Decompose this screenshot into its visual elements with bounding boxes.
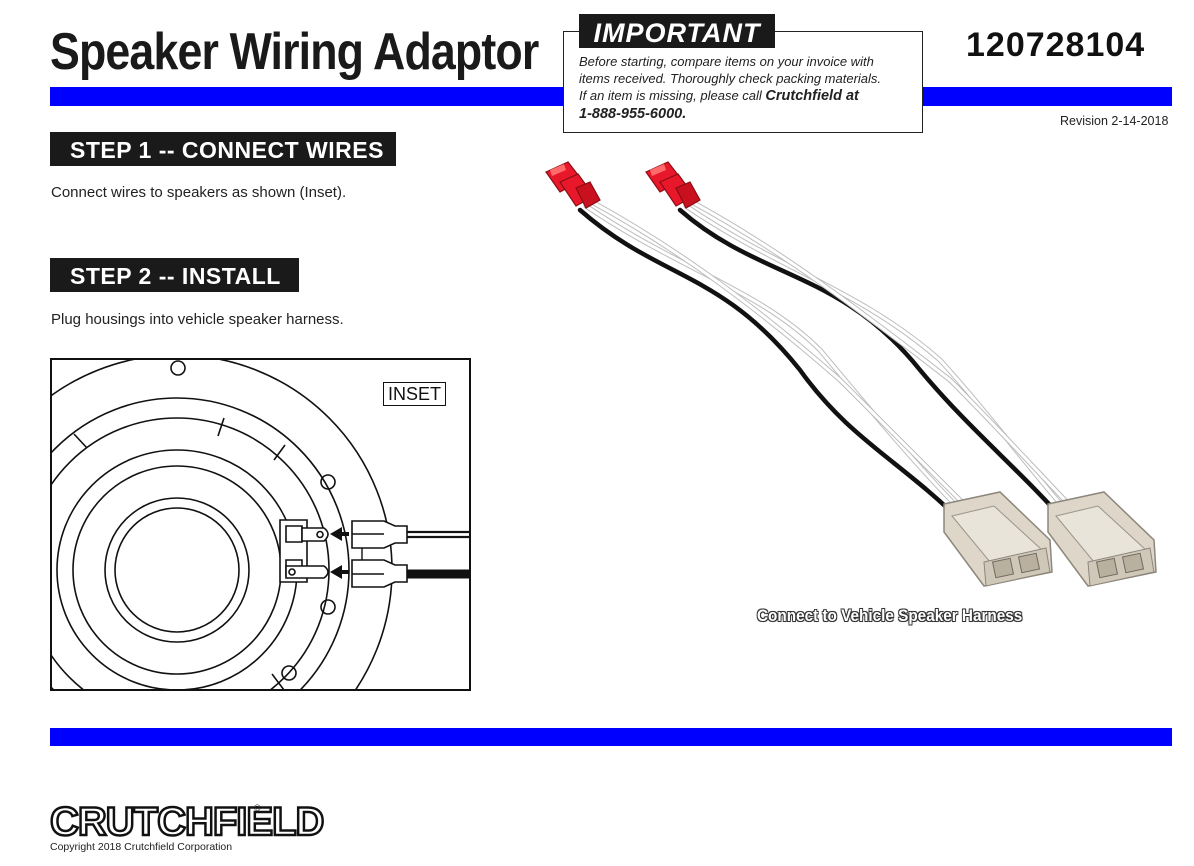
copyright-text: Copyright 2018 Crutchfield Corporation	[50, 841, 233, 853]
harness-2-black-wire	[677, 207, 1071, 528]
speaker-basket-outer	[52, 360, 393, 689]
mount-hole	[170, 360, 186, 376]
page-title: Speaker Wiring Adaptor	[50, 23, 539, 81]
mount-hole	[320, 474, 336, 490]
arrow-left-negative	[330, 565, 342, 579]
speaker-cone-outer	[104, 497, 250, 643]
inset-label: INSET	[383, 382, 447, 406]
harness-1-housing	[943, 491, 1053, 587]
important-line-2: items received. Thoroughly check packing…	[579, 71, 882, 86]
speaker-terminal-illustration	[52, 360, 469, 689]
speaker-surround-outer	[56, 449, 298, 689]
positive-terminal	[301, 527, 329, 542]
inset-diagram: INSET	[50, 358, 471, 691]
step-2-heading: STEP 2 -- INSTALL	[50, 258, 299, 292]
important-phone: 1-888-955-6000.	[579, 106, 687, 122]
mount-hole	[320, 599, 336, 615]
arrow-shaft	[339, 532, 349, 536]
wiring-harness-illustration	[545, 161, 1157, 587]
harness-1-red-connectors	[545, 161, 601, 209]
important-line-3: If an item is missing, please call	[579, 88, 766, 103]
part-number: 120728104	[966, 26, 1146, 64]
arrow-left-positive	[330, 527, 342, 541]
step-1-heading: STEP 1 -- CONNECT WIRES	[50, 132, 396, 166]
crutchfield-logo: CRUTCHFIELD	[49, 799, 326, 846]
important-notice-box	[563, 31, 923, 133]
important-text: Before starting, compare items on your i…	[579, 53, 919, 123]
mount-hole	[281, 665, 297, 681]
negative-terminal	[285, 565, 329, 579]
speaker-ring-inner	[52, 417, 330, 689]
important-line-1: Before starting, compare items on your i…	[579, 54, 874, 69]
important-heading: IMPORTANT	[579, 14, 775, 48]
step-2-text: Plug housings into vehicle speaker harne…	[51, 311, 344, 328]
registered-mark: ®	[254, 803, 261, 813]
step-1-text: Connect wires to speakers as shown (Inse…	[51, 184, 347, 201]
harness-2-red-connectors	[645, 161, 701, 209]
bottom-blue-bar	[50, 728, 1172, 746]
speaker-cone-inner	[114, 507, 240, 633]
harness-2-housing	[1047, 491, 1157, 587]
revision-date: Revision 2-14-2018	[1060, 114, 1169, 128]
important-line-3-bold: Crutchfield at	[765, 88, 859, 104]
harness-caption: Connect to Vehicle Speaker Harness	[757, 606, 1023, 625]
harness-1-black-wire	[577, 207, 968, 528]
